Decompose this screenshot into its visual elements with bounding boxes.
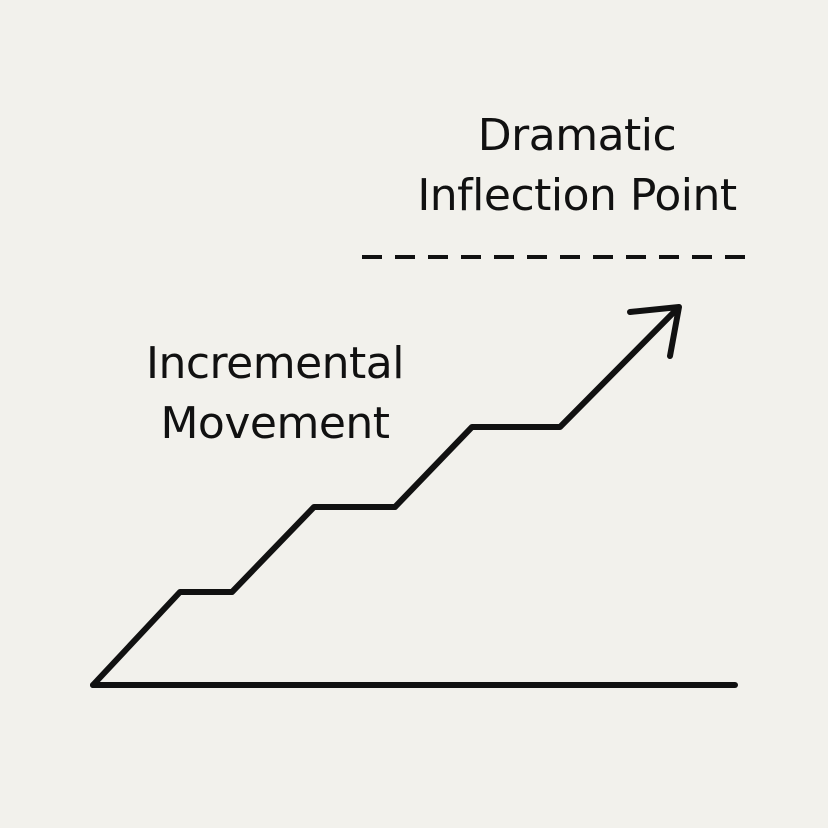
dramatic-inflection-label: Dramatic Inflection Point	[380, 106, 774, 226]
incremental-movement-label: Incremental Movement	[120, 334, 430, 454]
arrow-up-right-icon	[627, 304, 682, 359]
incremental-label-line-1: Incremental	[145, 338, 405, 389]
dramatic-label-line-2: Inflection Point	[417, 170, 737, 221]
incremental-label-line-2: Movement	[160, 398, 390, 449]
dramatic-label-line-1: Dramatic	[477, 110, 677, 161]
growth-step-path	[90, 307, 679, 688]
